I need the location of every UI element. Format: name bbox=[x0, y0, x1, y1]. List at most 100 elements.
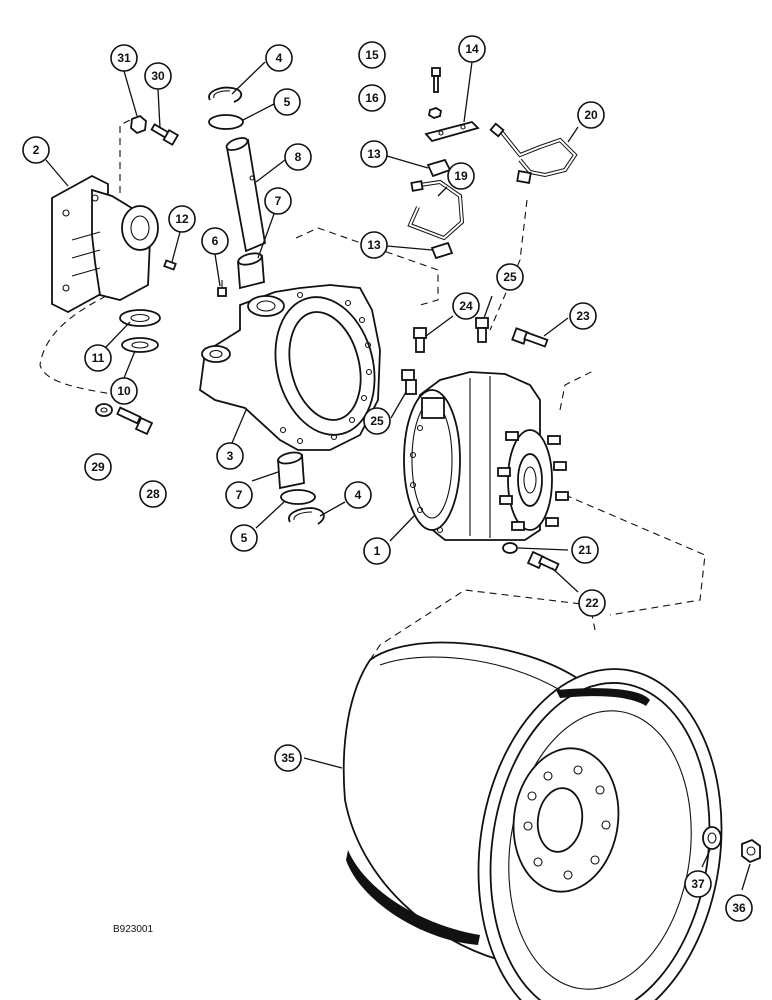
callout-1-label: 1 bbox=[374, 544, 381, 558]
callout-37: 37 bbox=[684, 870, 712, 898]
callout-13-bottom: 13 bbox=[360, 231, 388, 259]
callout-31-label: 31 bbox=[117, 51, 131, 65]
callout-20-label: 20 bbox=[584, 108, 598, 122]
callout-35-label: 35 bbox=[281, 751, 295, 765]
callout-25-lower: 25 bbox=[363, 407, 391, 435]
callout-37-label: 37 bbox=[691, 877, 705, 891]
callout-6-label: 6 bbox=[212, 234, 219, 248]
bolt-30 bbox=[150, 123, 180, 146]
callout-21-label: 21 bbox=[578, 543, 592, 557]
callout-7-top: 7 bbox=[264, 187, 292, 215]
washer-29 bbox=[95, 403, 113, 417]
callout-24: 24 bbox=[452, 292, 480, 320]
callout-11: 11 bbox=[84, 344, 112, 372]
callout-5-bottom: 5 bbox=[230, 524, 258, 552]
washer-21 bbox=[502, 542, 518, 554]
callout-2: 2 bbox=[22, 136, 50, 164]
wheel-motor-hub bbox=[403, 371, 569, 541]
callout-25-upper-label: 25 bbox=[503, 270, 517, 284]
clamp-plate-14 bbox=[424, 120, 480, 143]
callout-30: 30 bbox=[144, 62, 172, 90]
figure-code: B923001 bbox=[113, 924, 153, 935]
fitting-24 bbox=[413, 327, 427, 353]
assembly-dash-lines bbox=[39, 117, 706, 851]
wheel-rim bbox=[342, 641, 723, 1000]
callout-16-label: 16 bbox=[365, 91, 379, 105]
disc-5-bottom bbox=[280, 489, 316, 505]
callout-13-bottom-label: 13 bbox=[367, 238, 381, 252]
callout-25-lower-label: 25 bbox=[370, 414, 384, 428]
callout-15: 15 bbox=[358, 41, 386, 69]
callout-4-bottom: 4 bbox=[344, 481, 372, 509]
callout-36-label: 36 bbox=[732, 901, 746, 915]
callout-20: 20 bbox=[577, 101, 605, 129]
fitting-25-upper bbox=[475, 317, 489, 343]
bushing-7-top bbox=[237, 252, 265, 290]
callout-22-label: 22 bbox=[585, 596, 599, 610]
king-pin-8 bbox=[225, 137, 267, 253]
callout-10-label: 10 bbox=[117, 384, 131, 398]
callout-7-top-label: 7 bbox=[275, 194, 282, 208]
fitting-25-lower bbox=[401, 369, 417, 395]
callout-21: 21 bbox=[571, 536, 599, 564]
callout-1: 1 bbox=[363, 537, 391, 565]
callout-5-top: 5 bbox=[273, 88, 301, 116]
callout-30-label: 30 bbox=[151, 69, 165, 83]
hydraulic-tube-19 bbox=[407, 179, 465, 241]
callout-28-label: 28 bbox=[146, 487, 160, 501]
retaining-ring-4-top bbox=[208, 86, 243, 103]
callout-29-label: 29 bbox=[91, 460, 105, 474]
clip-13-top bbox=[426, 158, 452, 178]
callout-5-top-label: 5 bbox=[284, 95, 291, 109]
callout-24-label: 24 bbox=[459, 299, 473, 313]
callout-12: 12 bbox=[168, 205, 196, 233]
callout-3: 3 bbox=[216, 442, 244, 470]
callout-31: 31 bbox=[110, 44, 138, 72]
callout-36: 36 bbox=[725, 894, 753, 922]
grease-fitting-6 bbox=[217, 280, 227, 297]
callout-19: 19 bbox=[447, 162, 475, 190]
callout-25-upper: 25 bbox=[496, 263, 524, 291]
lug-nut-36 bbox=[741, 838, 761, 864]
washer-11 bbox=[119, 309, 161, 327]
set-screw-12 bbox=[163, 259, 177, 271]
callout-3-label: 3 bbox=[227, 449, 234, 463]
callout-6: 6 bbox=[201, 227, 229, 255]
callout-29: 29 bbox=[84, 453, 112, 481]
bolt-22 bbox=[526, 550, 560, 572]
bolt-28 bbox=[116, 406, 154, 436]
leader-lines bbox=[45, 61, 751, 891]
nut-31 bbox=[130, 114, 147, 135]
callout-8-label: 8 bbox=[295, 150, 302, 164]
callout-28: 28 bbox=[139, 480, 167, 508]
nut-16 bbox=[427, 107, 443, 119]
retaining-ring-4-bottom bbox=[288, 507, 325, 525]
mounting-bracket bbox=[51, 174, 159, 314]
callout-7-bottom: 7 bbox=[225, 481, 253, 509]
callout-4-top: 4 bbox=[265, 44, 293, 72]
callout-11-label: 11 bbox=[92, 351, 105, 365]
bushing-7-bottom bbox=[277, 451, 305, 490]
callout-13-top: 13 bbox=[360, 140, 388, 168]
bolt-23 bbox=[511, 327, 549, 348]
callout-15-label: 15 bbox=[365, 48, 379, 62]
callout-35: 35 bbox=[274, 744, 302, 772]
disc-5-top bbox=[208, 114, 244, 130]
callout-2-label: 2 bbox=[33, 143, 40, 157]
callout-4-top-label: 4 bbox=[276, 51, 283, 65]
callout-14: 14 bbox=[458, 35, 486, 63]
callout-16: 16 bbox=[358, 84, 386, 112]
callout-13-top-label: 13 bbox=[367, 147, 381, 161]
callout-4-bottom-label: 4 bbox=[355, 488, 362, 502]
callout-14-label: 14 bbox=[465, 42, 479, 56]
callout-10: 10 bbox=[110, 377, 138, 405]
callout-8: 8 bbox=[284, 143, 312, 171]
hydraulic-tube-20 bbox=[489, 122, 578, 185]
callout-23: 23 bbox=[569, 302, 597, 330]
callout-19-label: 19 bbox=[454, 169, 468, 183]
washer-10 bbox=[121, 337, 159, 353]
bolt-15 bbox=[431, 67, 441, 93]
callout-22: 22 bbox=[578, 589, 606, 617]
